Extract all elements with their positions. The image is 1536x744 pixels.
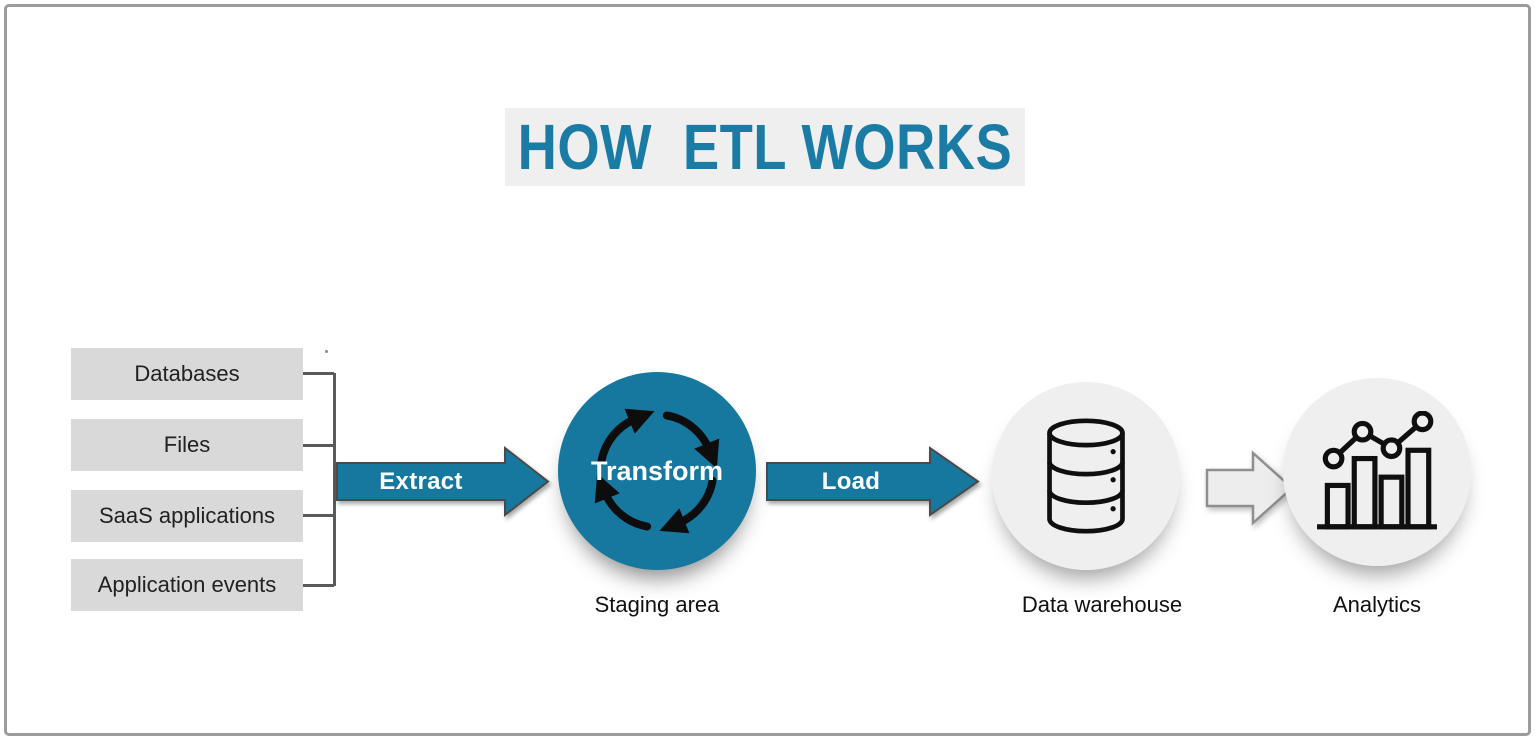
source-box-databases: Databases bbox=[71, 348, 303, 400]
analytics-circle bbox=[1283, 378, 1471, 566]
source-label: Application events bbox=[97, 572, 277, 597]
extract-arrow-icon bbox=[336, 445, 550, 518]
source-label: SaaS applications bbox=[98, 503, 276, 528]
source-label: Files bbox=[163, 432, 211, 457]
source-box-saas-applications: SaaS applications bbox=[71, 490, 303, 542]
page-title: HOW ETL WORKS bbox=[517, 111, 1013, 183]
bracket-tick bbox=[303, 372, 334, 375]
title-highlight-block: HOW ETL WORKS bbox=[505, 108, 1025, 186]
stray-dot bbox=[325, 350, 328, 353]
bracket-line bbox=[333, 373, 336, 586]
source-box-files: Files bbox=[71, 419, 303, 471]
bracket-tick bbox=[303, 444, 334, 447]
transform-stage-circle: Transform bbox=[558, 372, 756, 570]
database-cylinder-icon bbox=[1047, 418, 1125, 534]
bracket-tick bbox=[303, 584, 334, 587]
bar-chart-trend-icon bbox=[1317, 411, 1437, 530]
staging-caption: Staging area bbox=[594, 592, 720, 617]
source-box-application-events: Application events bbox=[71, 559, 303, 611]
bracket-tick bbox=[303, 514, 334, 517]
load-label: Load bbox=[821, 467, 881, 495]
warehouse-caption: Data warehouse bbox=[1021, 592, 1183, 617]
outline-right-arrow-icon bbox=[1205, 450, 1294, 526]
data-warehouse-circle bbox=[992, 382, 1180, 570]
analytics-caption: Analytics bbox=[1332, 592, 1422, 617]
transform-label: Transform bbox=[590, 455, 724, 486]
source-label: Databases bbox=[134, 361, 240, 386]
load-arrow-icon bbox=[766, 446, 980, 517]
extract-label: Extract bbox=[379, 467, 463, 495]
